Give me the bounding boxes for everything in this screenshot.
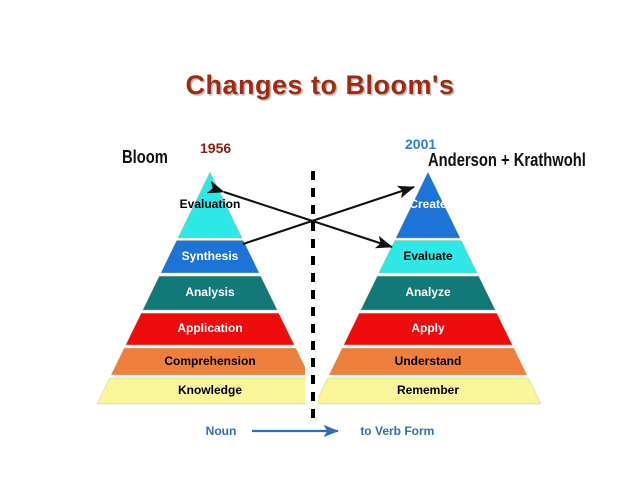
legend-noun-label: Noun (205, 424, 237, 438)
noun-to-verb-legend: Noun to Verb Form (0, 424, 640, 438)
pyramid-band[interactable] (314, 377, 542, 405)
left-author-label: Bloom (122, 147, 168, 167)
pyramid-band[interactable] (96, 377, 324, 405)
pyramid-band[interactable] (177, 171, 243, 239)
right-author-label: Anderson + Krathwohl (428, 150, 586, 170)
right-year-label: 2001 (405, 136, 437, 152)
pyramid-band[interactable] (125, 312, 295, 346)
left-year-label: 1956 (200, 140, 232, 156)
pyramid-band[interactable] (395, 171, 461, 239)
page-title: Changes to Bloom's (185, 70, 455, 100)
vertical-dashed-divider (311, 171, 315, 421)
legend-arrow-icon (252, 425, 340, 437)
pyramid-band[interactable] (378, 240, 478, 274)
pyramid-band[interactable] (360, 275, 496, 311)
pyramid-band[interactable] (343, 312, 513, 346)
legend-verb-label: to Verb Form (360, 424, 435, 438)
pyramid-shape (95, 171, 333, 408)
pyramid-shape (305, 171, 543, 408)
pyramid-band[interactable] (142, 275, 278, 311)
pyramid-band[interactable] (160, 240, 260, 274)
pyramid-band[interactable] (110, 347, 310, 376)
pyramid-band[interactable] (328, 347, 528, 376)
